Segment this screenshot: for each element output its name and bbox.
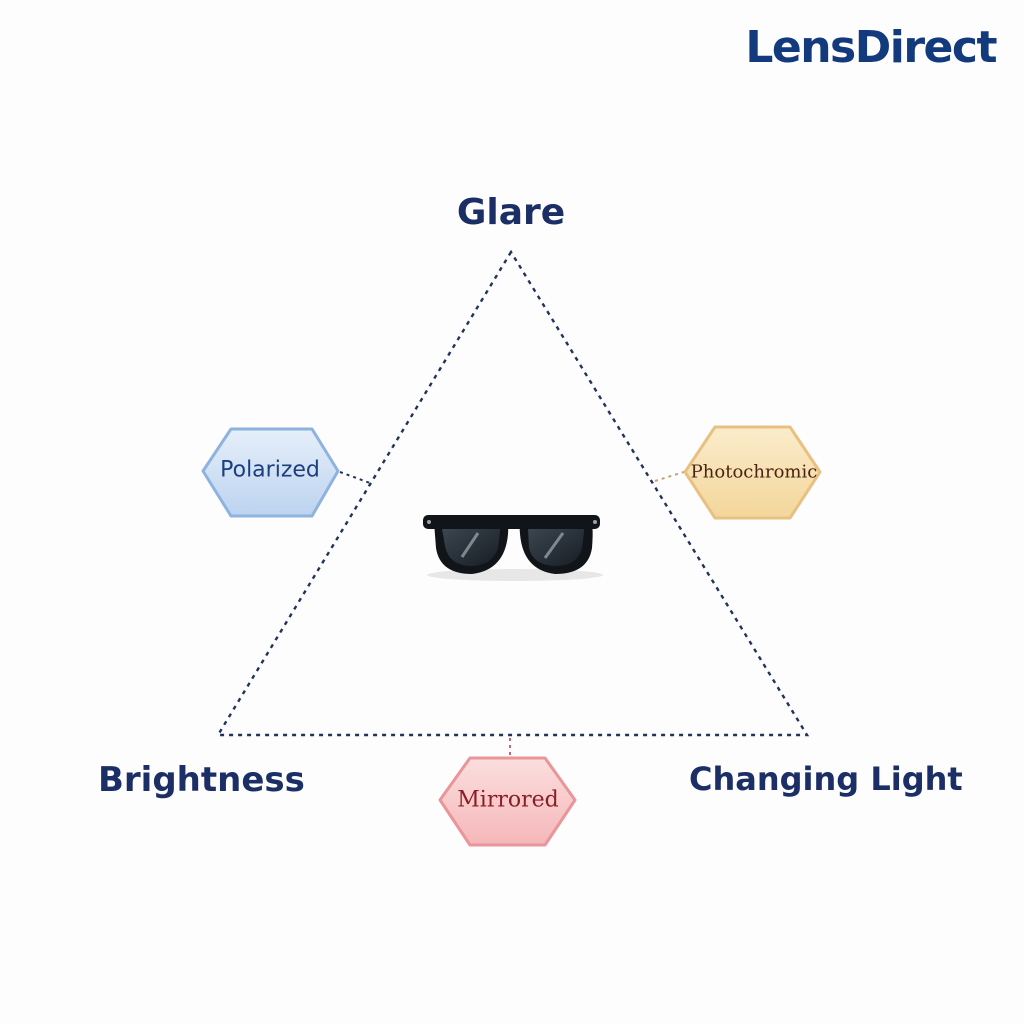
polarized-connector xyxy=(339,471,371,484)
vertex-label-changing-light: Changing Light xyxy=(689,760,963,798)
photochromic-connector xyxy=(654,470,688,482)
brand-logo: LensDirect xyxy=(745,22,997,73)
triangle-outline xyxy=(215,249,810,737)
mirrored-badge xyxy=(438,756,577,847)
sunglasses-icon xyxy=(423,515,603,581)
mirrored-badge-label: Mirrored xyxy=(457,787,559,813)
polarized-badge-label: Polarized xyxy=(220,457,320,483)
vertex-label-glare: Glare xyxy=(456,192,566,233)
polarized-badge xyxy=(201,427,340,518)
photochromic-badge xyxy=(683,425,822,520)
photochromic-badge-label: Photochromic xyxy=(690,461,818,483)
vertex-label-brightness: Brightness xyxy=(98,760,305,800)
